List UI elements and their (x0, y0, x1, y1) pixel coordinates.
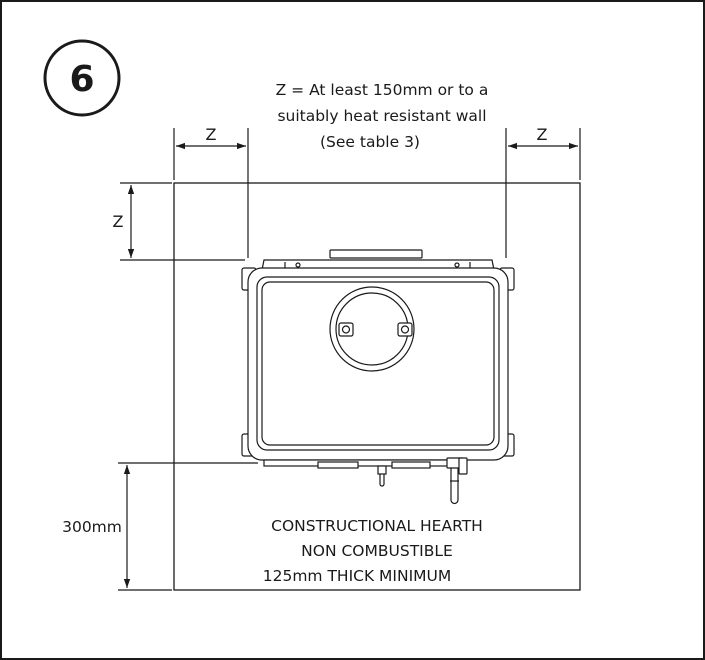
dimension-rear-label: Z (113, 212, 124, 231)
note-line-2: suitably heat resistant wall (277, 107, 486, 125)
dimension-rear (120, 182, 245, 261)
step-badge: 6 (43, 39, 121, 117)
hearth-caption: CONSTRUCTIONAL HEARTH NON COMBUSTIBLE 12… (263, 517, 483, 585)
dimension-front-label: 300mm (62, 518, 122, 536)
note-line-3: (See table 3) (320, 133, 420, 151)
clearance-note: Z = At least 150mm or to a suitably heat… (276, 81, 489, 151)
hearth-outline (173, 182, 581, 591)
note-line-1: Z = At least 150mm or to a (276, 81, 489, 99)
dimension-left-side (173, 128, 249, 258)
dimension-right-side (505, 128, 581, 258)
dimension-front-label-bg (60, 515, 124, 537)
dimension-front (118, 462, 258, 591)
dimension-left-label: Z (206, 125, 217, 144)
dimension-right-label: Z (537, 125, 548, 144)
stove-plan-view (241, 249, 515, 505)
hearth-line-1: CONSTRUCTIONAL HEARTH (271, 517, 483, 535)
step-number: 6 (69, 59, 94, 100)
hearth-line-3: 125mm THICK MINIMUM (263, 567, 452, 585)
hearth-line-2: NON COMBUSTIBLE (301, 542, 453, 560)
